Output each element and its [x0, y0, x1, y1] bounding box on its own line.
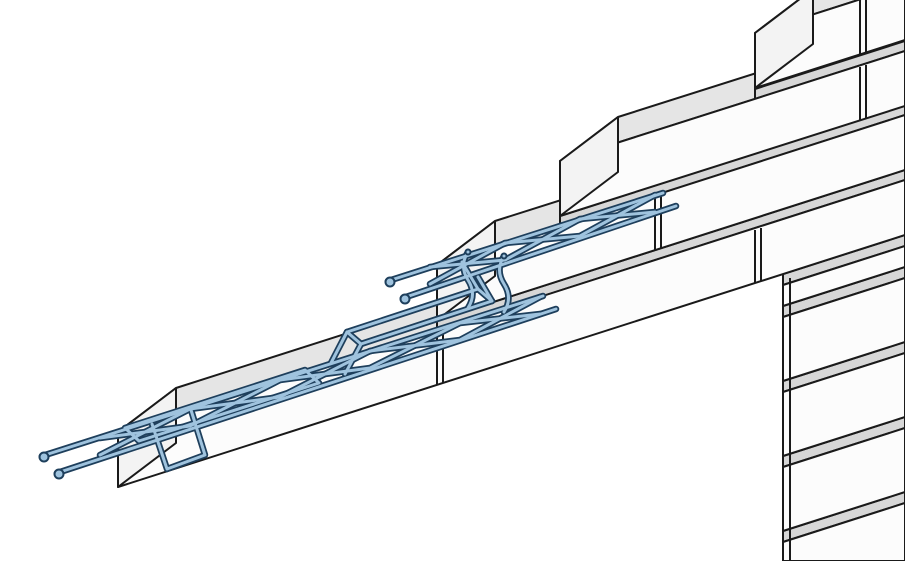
wire-end-dot [500, 252, 508, 260]
block-front-faces [117, 0, 905, 561]
block-front-face [782, 502, 905, 561]
block-front-face [782, 427, 905, 532]
wire-end-dot [53, 468, 65, 480]
block-front-face [782, 352, 905, 457]
wire-end-dot [38, 451, 50, 463]
wire-end-dot [399, 293, 411, 305]
block-front-face [782, 245, 905, 307]
head-joints [436, 0, 867, 561]
masonry-blocks [117, 0, 905, 561]
block-front-face [782, 277, 905, 382]
wire-end-dot [384, 276, 396, 288]
wire-end-dots [38, 248, 508, 480]
wire-end-dot [464, 248, 472, 256]
block-end-face [754, 0, 814, 89]
block-end-face [559, 116, 619, 217]
